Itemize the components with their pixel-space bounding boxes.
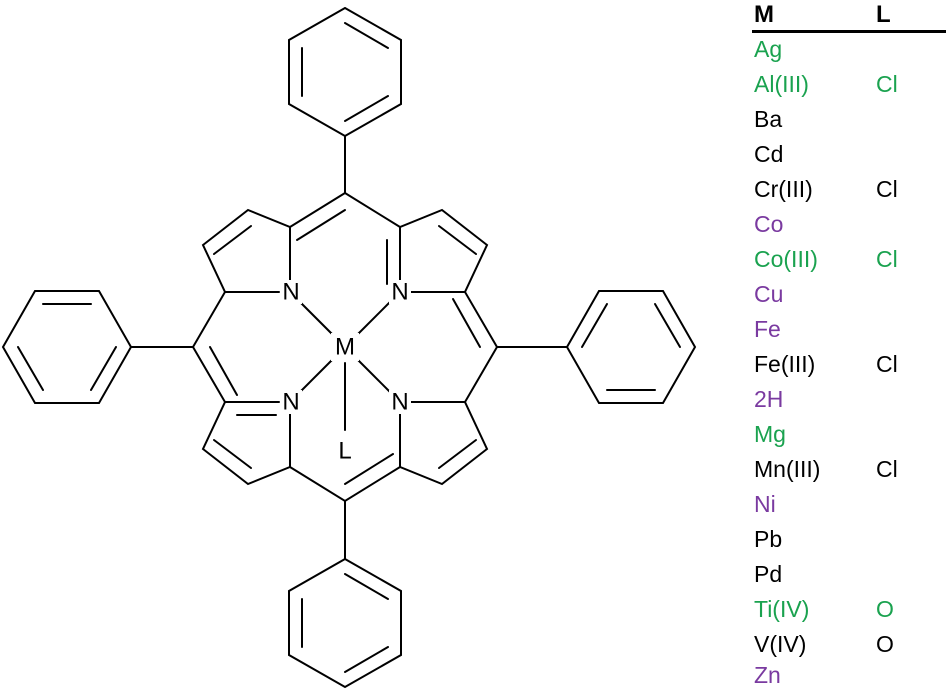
- table-row: Co: [740, 207, 948, 242]
- table-row: Fe: [740, 312, 948, 347]
- table-row: Mg: [740, 417, 948, 452]
- metal-cell: Ba: [754, 106, 783, 132]
- ligand-cell: Cl: [876, 71, 898, 97]
- table-row: Ni: [740, 487, 948, 522]
- ligand-cell: Cl: [876, 176, 898, 202]
- table-row: Ti(IV) O: [740, 592, 948, 627]
- metal-cell: Co(III): [754, 246, 818, 272]
- metal-cell: Al(III): [754, 71, 809, 97]
- metal-ligand-table: M L Ag Al(III) Cl Ba Cd Cr(III) Cl Co Co…: [740, 0, 948, 693]
- metal-cell: Cu: [754, 281, 784, 307]
- table-row: 2H: [740, 382, 948, 417]
- metal-cell: Ti(IV): [754, 596, 810, 622]
- ligand-cell: O: [876, 631, 894, 657]
- metal-cell: Zn: [754, 662, 781, 688]
- metal-cell: Ag: [754, 36, 783, 62]
- table-row: Zn: [740, 658, 948, 693]
- nitrogen-label: N: [282, 279, 299, 306]
- metal-cell: Fe(III): [754, 351, 816, 377]
- atom-labels: N N N N M L: [280, 279, 411, 465]
- table-row: Ba: [740, 102, 948, 137]
- table-row: Cr(III) Cl: [740, 172, 948, 207]
- nitrogen-label: N: [391, 279, 408, 306]
- nitrogen-label: N: [282, 389, 299, 416]
- metal-cell: 2H: [754, 386, 784, 412]
- header-rule: [752, 30, 946, 33]
- table-row: V(IV) O: [740, 627, 948, 662]
- table-row: Fe(III) Cl: [740, 347, 948, 382]
- table-row: Pb: [740, 522, 948, 557]
- table-row: Pd: [740, 557, 948, 592]
- ligand-cell: Cl: [876, 246, 898, 272]
- metal-cell: Pd: [754, 561, 783, 587]
- metal-label: M: [335, 334, 355, 361]
- metal-cell: V(IV): [754, 631, 807, 657]
- metal-cell: Mn(III): [754, 456, 821, 482]
- table-row: Mn(III) Cl: [740, 452, 948, 487]
- metal-cell: Co: [754, 211, 784, 237]
- table-row: Cd: [740, 137, 948, 172]
- ligand-label: L: [338, 438, 351, 465]
- metal-cell: Mg: [754, 421, 786, 447]
- metal-cell: Ni: [754, 491, 776, 517]
- ligand-cell: Cl: [876, 351, 898, 377]
- nitrogen-label: N: [391, 389, 408, 416]
- metal-cell: Pb: [754, 526, 783, 552]
- bond-lines: [1, 7, 697, 689]
- table-row: Al(III) Cl: [740, 67, 948, 102]
- ligand-column-header: L: [876, 1, 891, 28]
- metal-cell: Cd: [754, 141, 784, 167]
- ligand-cell: Cl: [876, 456, 898, 482]
- metal-cell: Fe: [754, 316, 781, 342]
- table-row: Co(III) Cl: [740, 242, 948, 277]
- ligand-cell: O: [876, 596, 894, 622]
- metal-cell: Cr(III): [754, 176, 813, 202]
- table-row: Ag: [740, 32, 948, 67]
- metal-column-header: M: [754, 1, 774, 28]
- table-row: Cu: [740, 277, 948, 312]
